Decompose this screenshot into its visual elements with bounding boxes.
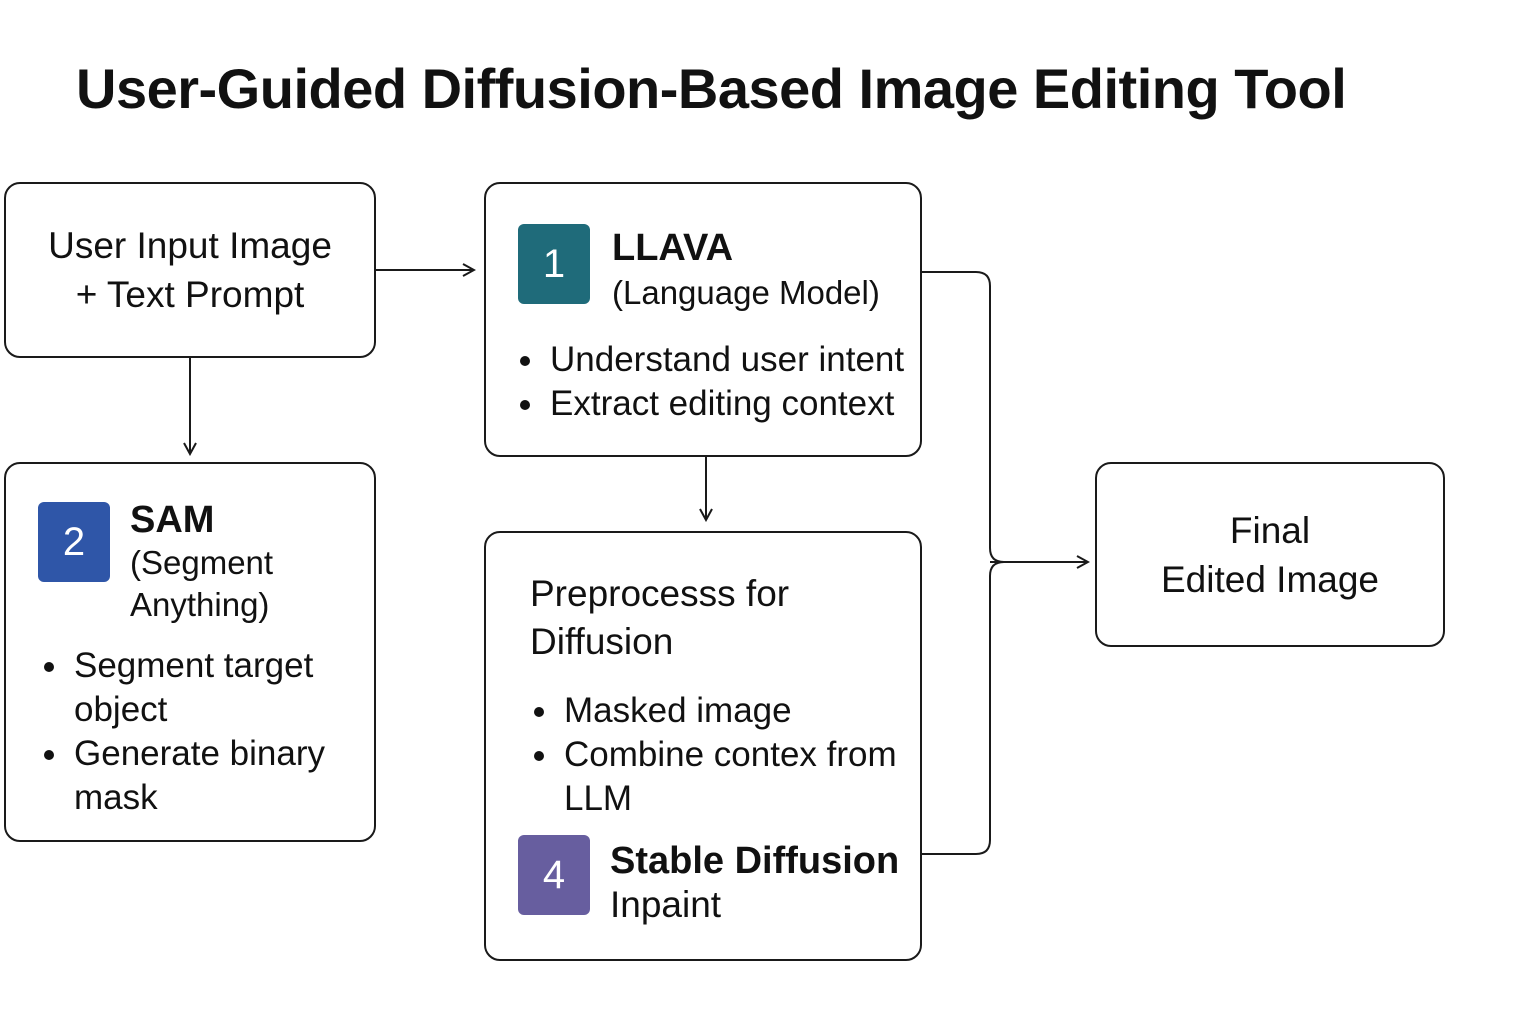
sam-bullet-list: Segment target object Generate binary ma… (40, 644, 374, 820)
llava-bullet-2: Extract editing context (520, 382, 950, 426)
llava-bullet-1: Understand user intent (520, 338, 950, 382)
sam-bullet-2: Generate binary mask (44, 732, 374, 820)
step-4-badge: 4 (518, 835, 590, 915)
llava-box: 1 LLAVA (Language Model) Understand user… (484, 182, 922, 457)
step-2-badge: 2 (38, 502, 110, 582)
sam-subtitle-line2: Anything) (130, 586, 270, 623)
sam-subtitle-line1: (Segment (130, 544, 274, 581)
final-output-line2: Edited Image (1160, 558, 1380, 600)
llava-bullet-list: Understand user intent Extract editing c… (516, 338, 950, 426)
sam-bullet-1: Segment target object (44, 644, 374, 732)
llava-name-text: LLAVA (612, 227, 734, 269)
preprocess-bullet-1: Masked image (534, 689, 934, 733)
user-input-line1: User Input Image (48, 225, 332, 266)
preprocess-bullet-list: Masked image Combine contex from LLM (530, 689, 934, 821)
page-title: User-Guided Diffusion-Based Image Editin… (76, 57, 1347, 120)
user-input-line2: + Text Prompt (75, 274, 305, 315)
step-1-badge: 1 (518, 224, 590, 304)
preprocess-bullet-2: Combine contex from LLM (534, 733, 934, 821)
preprocess-heading-line1: Preprocesss for (530, 573, 790, 614)
sam-name: SAM (130, 498, 214, 542)
sam-name-text: SAM (130, 499, 215, 541)
final-output-box: Final Edited Image (1095, 462, 1445, 647)
preprocess-heading-line2: Diffusion (530, 621, 674, 662)
user-input-box: User Input Image + Text Prompt (4, 182, 376, 358)
stable-diffusion-name: Stable Diffusion (610, 839, 899, 883)
final-output-line1: Final (1229, 509, 1311, 551)
stable-diffusion-name-text: Stable Diffusion (610, 840, 900, 882)
llava-name: LLAVA (612, 226, 733, 270)
llava-subtitle: (Language Model) (612, 274, 880, 311)
sam-box: 2 SAM (Segment Anything) Segment target … (4, 462, 376, 842)
stable-diffusion-sub: Inpaint (610, 884, 722, 925)
preprocess-box: Preprocesss for Diffusion Masked image C… (484, 531, 922, 961)
